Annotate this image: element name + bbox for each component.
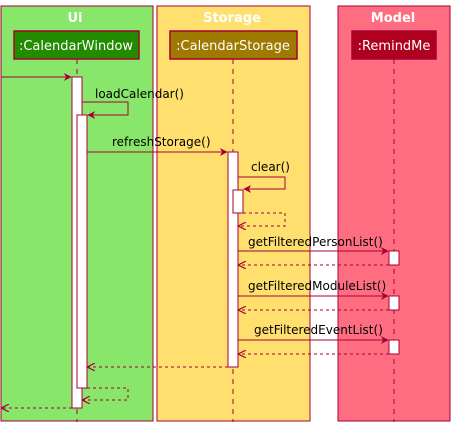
participant-calendar-window[interactable] [13, 30, 140, 60]
activation-remind-me-2 [388, 295, 400, 311]
participant-remind-me-label: :RemindMe [358, 39, 431, 54]
load-calendar-arrow [82, 101, 129, 119]
storage-box-title: Storage [203, 11, 261, 26]
participant-calendar-storage[interactable] [169, 30, 298, 60]
ui-box-title: Ui [67, 11, 82, 26]
activation-remind-me-1 [388, 250, 400, 266]
activation-calendar-window-inner [76, 114, 88, 389]
msg-refresh-storage: refreshStorage() [112, 135, 211, 149]
model-box-title: Model [371, 11, 415, 26]
msg-get-filtered-event-list: getFilteredEventList() [254, 323, 383, 337]
clear-return-arrow [239, 212, 286, 226]
participant-remind-me[interactable] [351, 30, 437, 60]
load-calendar-return [83, 387, 129, 400]
msg-clear: clear() [251, 160, 290, 174]
participant-calendar-storage-label: :CalendarStorage [176, 39, 290, 54]
msg-get-filtered-module-list: getFilteredModuleList() [248, 279, 386, 293]
msg-get-filtered-person-list: getFilteredPersonList() [248, 235, 383, 249]
activation-remind-me-3 [388, 339, 400, 355]
participant-calendar-window-label: :CalendarWindow [19, 39, 133, 54]
activation-calendar-storage-inner [232, 189, 244, 214]
activation-calendar-storage-outer [227, 151, 239, 368]
msg-load-calendar: loadCalendar() [95, 87, 184, 101]
clear-arrow [238, 176, 286, 193]
